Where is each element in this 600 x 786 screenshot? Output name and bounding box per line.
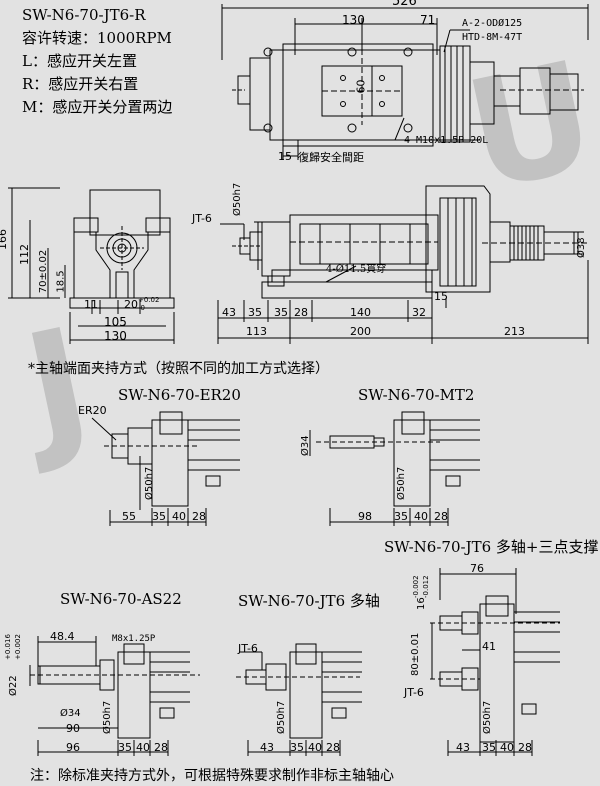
side-dim-113: 113 <box>246 325 267 338</box>
dim-11: 11 <box>84 298 98 311</box>
jt6-multi-dim-43: 43 <box>260 741 274 754</box>
er20-dim-35: 35 <box>152 510 166 523</box>
three-dim-43: 43 <box>456 741 470 754</box>
dim-105: 105 <box>104 315 127 329</box>
jt6-multi-bore: Ø50h7 <box>276 700 287 734</box>
as22-bore: Ø50h7 <box>102 700 113 734</box>
three-dim-16-dn: -0.012 <box>422 575 430 598</box>
jt6-multi-dim-28: 28 <box>326 741 340 754</box>
jt6-multi-label: JT-6 <box>238 642 258 655</box>
side-dim-213: 213 <box>504 325 525 338</box>
side-dim-32: 32 <box>412 306 426 319</box>
dim-60: 60 <box>354 79 368 94</box>
mt2-dim-28: 28 <box>434 510 448 523</box>
three-jt6-label: JT-6 <box>404 686 424 699</box>
variant-mt2-title: SW-N6-70-MT2 <box>358 386 475 404</box>
three-dim-35: 35 <box>482 741 496 754</box>
mt2-dim-40: 40 <box>414 510 428 523</box>
three-bore: Ø50h7 <box>482 700 493 734</box>
end-view <box>8 187 175 344</box>
er20-dim-28: 28 <box>192 510 206 523</box>
dim-70: 70±0.02 <box>38 249 50 294</box>
pulley-spec-1: A-2-ODØ125 <box>462 18 523 29</box>
three-dim-28: 28 <box>518 741 532 754</box>
three-dim-41: 41 <box>482 640 496 653</box>
variant-er20 <box>91 411 240 526</box>
three-dim-80: 80±0.01 <box>410 632 421 676</box>
dim-166: 166 <box>0 229 9 250</box>
er20-dim-40: 40 <box>172 510 186 523</box>
as22-dim-90: 90 <box>66 722 80 735</box>
as22-dia34: Ø34 <box>60 708 81 719</box>
variant-as22-title: SW-N6-70-AS22 <box>60 590 182 608</box>
m-option: M：感应开关分置两边 <box>22 98 173 116</box>
three-dim-16-up: -0.002 <box>412 575 420 598</box>
as22-tol-up: +0.016 <box>4 634 12 660</box>
variant-jt6-multi-title: SW-N6-70-JT6 多轴 <box>238 592 380 610</box>
as22-dim-35: 35 <box>118 741 132 754</box>
dim-20-tol: +0.02 -0 <box>138 296 160 312</box>
dim-130-end: 130 <box>104 329 127 343</box>
mt2-bore: Ø50h7 <box>396 466 407 500</box>
variant-as22 <box>29 636 200 756</box>
section-heading: *主轴端面夹持方式（按照不同的加工方式选择） <box>28 361 329 377</box>
bore-side: Ø50h7 <box>232 182 243 216</box>
jt6-label-side: JT-6 <box>192 212 212 225</box>
model-name: SW-N6-70-JT6-R <box>22 6 146 24</box>
variant-mt2 <box>309 411 480 526</box>
side-dim-140: 140 <box>350 306 371 319</box>
top-view <box>221 4 589 160</box>
er20-collet-label: ER20 <box>78 404 107 417</box>
dim-38: Ø38 <box>576 237 587 258</box>
dim-112: 112 <box>18 244 31 265</box>
variant-jt6-three <box>430 568 560 756</box>
mt2-dim-35: 35 <box>394 510 408 523</box>
as22-tol-dn: +0.002 <box>14 634 22 660</box>
three-dim-40: 40 <box>500 741 514 754</box>
as22-thread: M8x1.25P <box>112 634 156 644</box>
dim-130-top: 130 <box>342 13 365 27</box>
dim-15-top: 15 <box>278 150 292 163</box>
side-dim-43: 43 <box>222 306 236 319</box>
three-dim-16: 16 <box>416 597 427 610</box>
mt2-dia: Ø34 <box>300 435 311 456</box>
variant-er20-title: SW-N6-70-ER20 <box>118 386 241 404</box>
jt6-multi-dim-40: 40 <box>308 741 322 754</box>
as22-dim-28: 28 <box>154 741 168 754</box>
er20-dim-55: 55 <box>122 510 136 523</box>
dim-20: 20 <box>124 298 138 311</box>
bolt-spec: 4-M10x1.5P-20L <box>404 135 489 146</box>
hole-note: 4-Ø11.5貫穿 <box>326 264 387 275</box>
footer-note: 注：除标准夹持方式外，可根据特殊要求制作非标主轴轴心 <box>30 768 394 784</box>
speed-spec: 容许转速：1000RPM <box>22 29 172 47</box>
dim-15-side: 15 <box>434 290 448 303</box>
variant-jt6-multi <box>236 643 362 756</box>
r-option: R：感应开关右置 <box>22 75 139 93</box>
l-option: L：感应开关左置 <box>22 52 137 70</box>
safety-note: 復歸安全間距 <box>298 151 364 164</box>
as22-dim-40: 40 <box>136 741 150 754</box>
jt6-multi-dim-35: 35 <box>290 741 304 754</box>
pulley-spec-2: HTD-8M-47T <box>462 32 523 43</box>
side-view <box>217 185 589 344</box>
as22-dim-48: 48.4 <box>50 630 75 643</box>
dim-overall: 526 <box>392 0 417 9</box>
as22-dim-96: 96 <box>66 741 80 754</box>
variant-jt6-three-title: SW-N6-70-JT6 多轴+三点支撑 <box>384 538 599 556</box>
side-dim-35a: 35 <box>248 306 262 319</box>
dim-71: 71 <box>420 13 436 27</box>
dim-18-5: 18.5 <box>55 270 67 293</box>
three-dim-76: 76 <box>470 562 484 575</box>
er20-bore: Ø50h7 <box>144 466 155 500</box>
side-dim-35b: 35 <box>274 306 288 319</box>
as22-dia22: Ø22 <box>8 675 19 696</box>
mt2-dim-98: 98 <box>358 510 372 523</box>
side-dim-28: 28 <box>294 306 308 319</box>
side-dim-200: 200 <box>350 325 371 338</box>
